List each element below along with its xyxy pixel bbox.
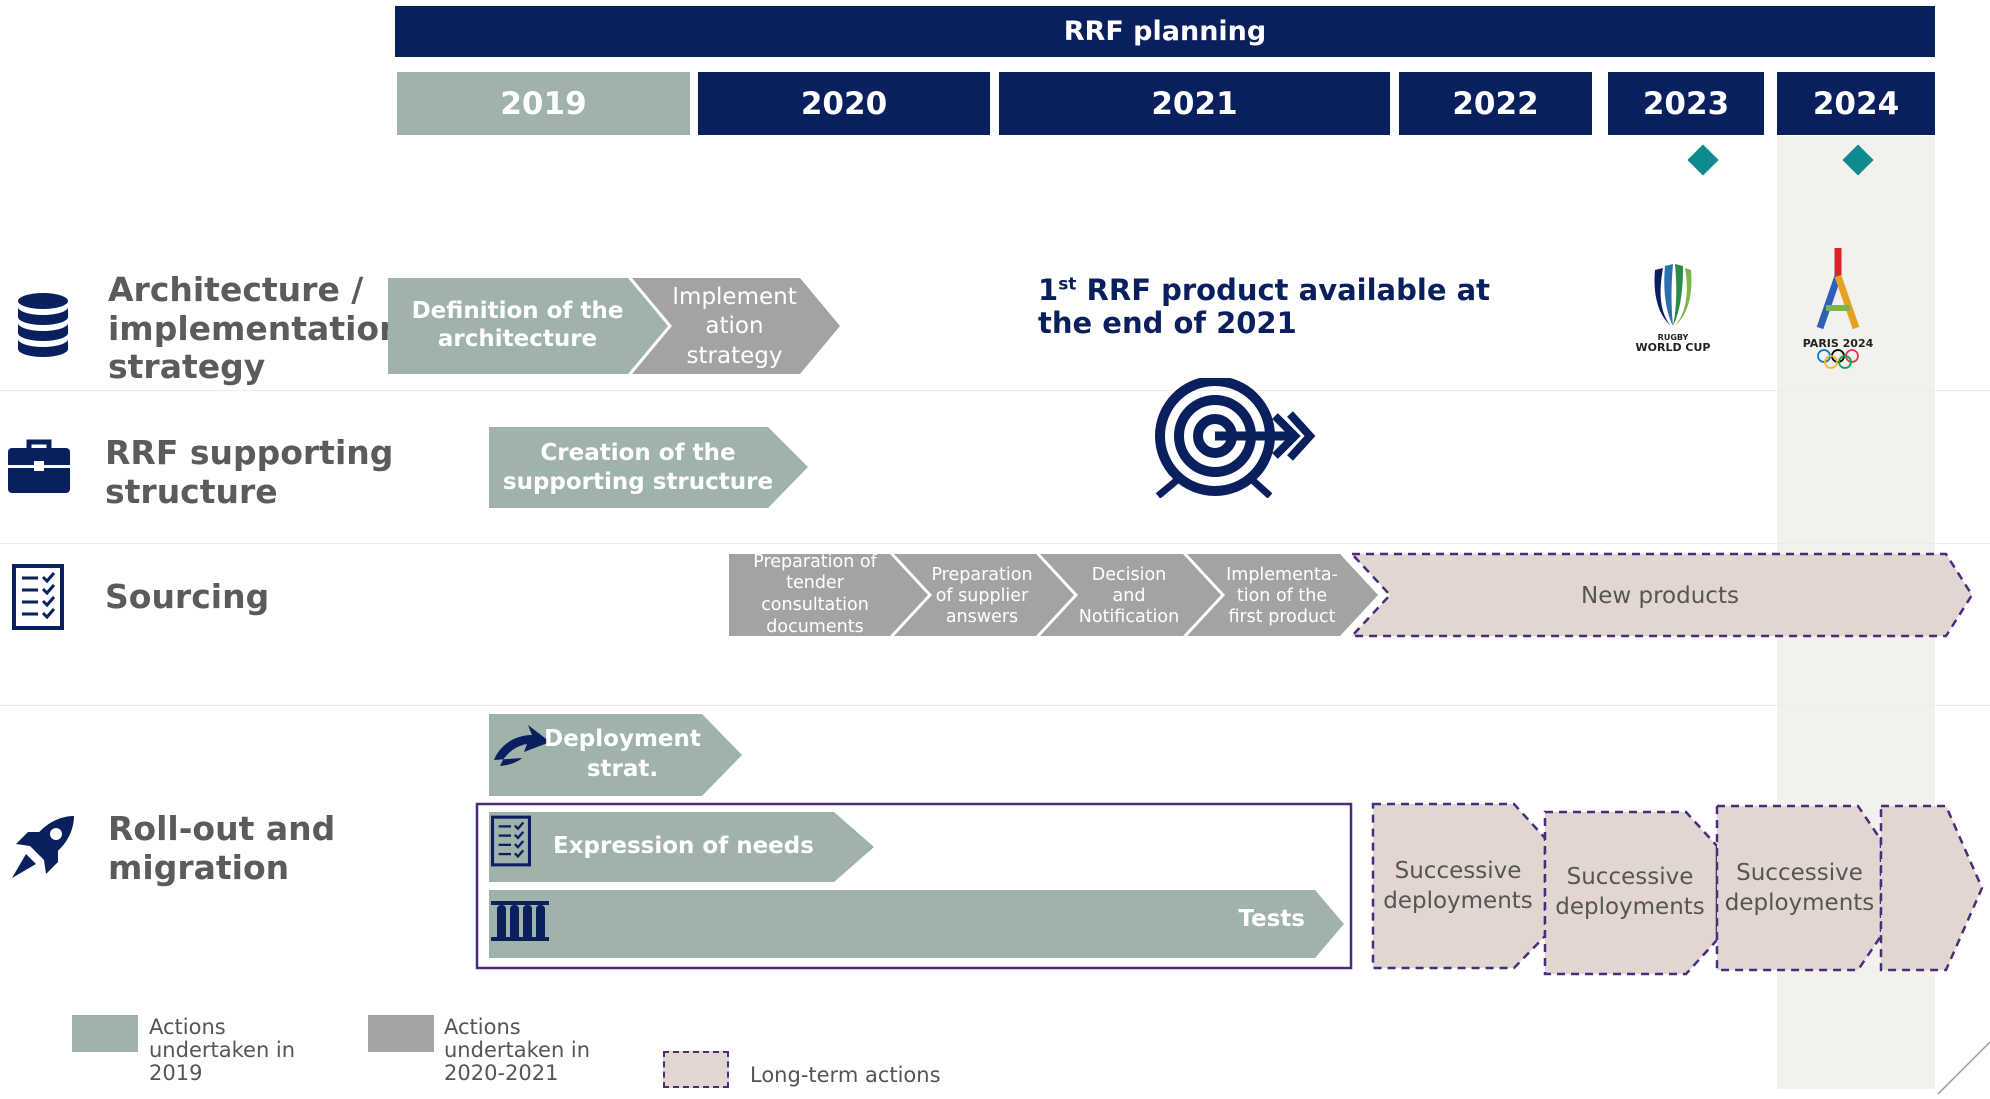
header-banner: RRF planning [395, 6, 1935, 57]
paris-logo-text: PARIS 2024 [1802, 337, 1874, 350]
row-separator [0, 543, 1990, 544]
test-tubes-icon [491, 901, 549, 941]
bar-successive-4 [1879, 804, 1984, 972]
row-separator [0, 705, 1990, 706]
bar-new-products [1349, 552, 1974, 638]
briefcase-icon [8, 439, 70, 493]
rugby-cup-icon [1654, 264, 1692, 326]
corner-line [1937, 1041, 1990, 1095]
legend-swatch-2020-2021 [368, 1015, 434, 1052]
bar-decision [1040, 554, 1221, 636]
label-implementation-first: Implementa- tion of the first product [1226, 564, 1338, 627]
legend-label-2020-2021: Actions undertaken in 2020-2021 [444, 1015, 591, 1086]
year-2021: 2021 [999, 72, 1390, 135]
bar-prep-supplier [894, 554, 1074, 636]
label-prep-supplier: Preparation of supplier answers [931, 564, 1033, 627]
year-2019: 2019 [397, 72, 690, 135]
bar-prep-tender [729, 554, 928, 636]
bar-tests [489, 890, 1344, 958]
label-creation-structure: Creation of the supporting structure [502, 439, 774, 495]
label-successive-1: Successive deployments [1383, 858, 1533, 914]
bar-definition-architecture [388, 278, 668, 374]
checklist-icon [12, 564, 64, 630]
legend-swatch-long-term [663, 1051, 729, 1088]
milestone-text: 1st RRF product available at the end of … [1038, 273, 1491, 340]
header-title: RRF planning [1063, 16, 1267, 47]
label-expression-needs: Expression of needs [553, 833, 814, 859]
label-successive-2: Successive deployments [1555, 864, 1705, 920]
bar-deployment-strat [489, 714, 742, 796]
database-icon [18, 293, 68, 357]
label-definition-architecture: Definition of the architecture [411, 298, 624, 352]
paris-2024-logo: PARIS 2024 [1798, 246, 1878, 376]
rocket-icon [12, 816, 74, 878]
rugby-world-cup-logo: RUGBY WORLD CUP [1628, 262, 1718, 357]
year-2020: 2020 [698, 72, 990, 135]
legend-swatch-2019 [72, 1015, 138, 1052]
bar-implementation-first [1187, 554, 1378, 636]
bar-implement-strategy [632, 278, 840, 374]
year-2023: 2023 [1608, 72, 1764, 135]
label-tests: Tests [1238, 906, 1305, 932]
paris-flame-icon [1816, 248, 1860, 330]
olympic-rings-icon [1817, 349, 1859, 369]
target-icon [1155, 378, 1316, 498]
label-new-products: New products [1581, 583, 1739, 609]
row-title-rollout: Roll-out and migration [108, 809, 336, 887]
rugby-logo-line2: WORLD CUP [1635, 341, 1711, 354]
label-implement-strategy: Implement ation strategy [672, 284, 797, 369]
year-2024: 2024 [1777, 72, 1935, 135]
legend-label-long-term: Long-term actions [750, 1063, 941, 1087]
bar-expression-needs [489, 812, 874, 882]
row-title-architecture: Architecture / implementation strategy [108, 270, 403, 387]
row-title-supporting-structure: RRF supporting structure [105, 433, 394, 511]
legend-label-2019: Actions undertaken in 2019 [149, 1015, 296, 1086]
label-decision: Decision and Notification [1078, 564, 1180, 627]
label-prep-tender: Preparation of tender consultation docum… [753, 554, 877, 636]
curved-arrow-icon [494, 725, 550, 766]
bar-creation-structure [489, 427, 808, 508]
bar-successive-3 [1715, 804, 1883, 972]
row-title-sourcing: Sourcing [105, 577, 270, 616]
row-separator [0, 390, 1990, 391]
rugby-logo-line1: RUGBY [1657, 333, 1689, 342]
year-2022: 2022 [1399, 72, 1592, 135]
checklist-small-icon [491, 815, 531, 867]
label-deployment-strat: Deployment strat. [544, 726, 701, 782]
label-successive-3: Successive deployments [1724, 860, 1875, 916]
rollout-group-box [475, 802, 1353, 970]
